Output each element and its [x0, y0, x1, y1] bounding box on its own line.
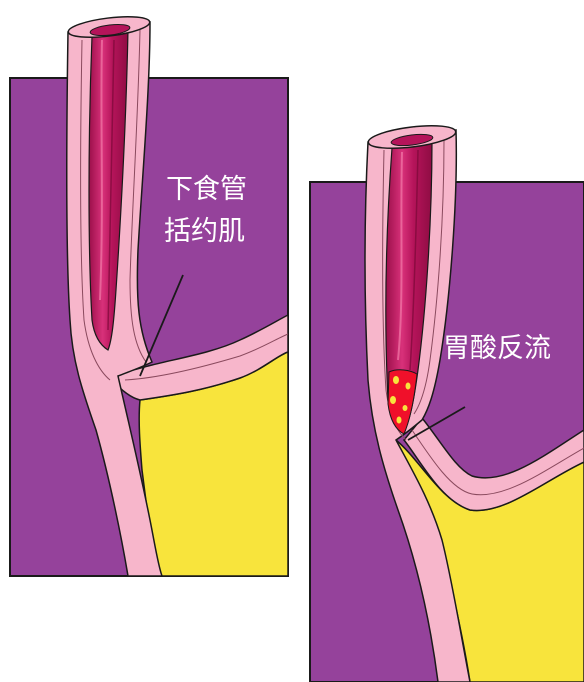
acid-droplet: [403, 405, 408, 411]
acid-droplet: [406, 383, 411, 390]
left-label-line2: 括约肌: [164, 216, 245, 247]
right-label: 胃酸反流: [443, 333, 551, 364]
left-label-line1: 下食管: [166, 174, 247, 205]
acid-droplet: [390, 396, 396, 404]
acid-droplet: [393, 376, 399, 384]
right-panel-reflux: 胃酸反流: [310, 122, 584, 682]
left-panel-normal: 下食管 括约肌: [10, 13, 288, 576]
acid-droplet: [397, 417, 402, 424]
